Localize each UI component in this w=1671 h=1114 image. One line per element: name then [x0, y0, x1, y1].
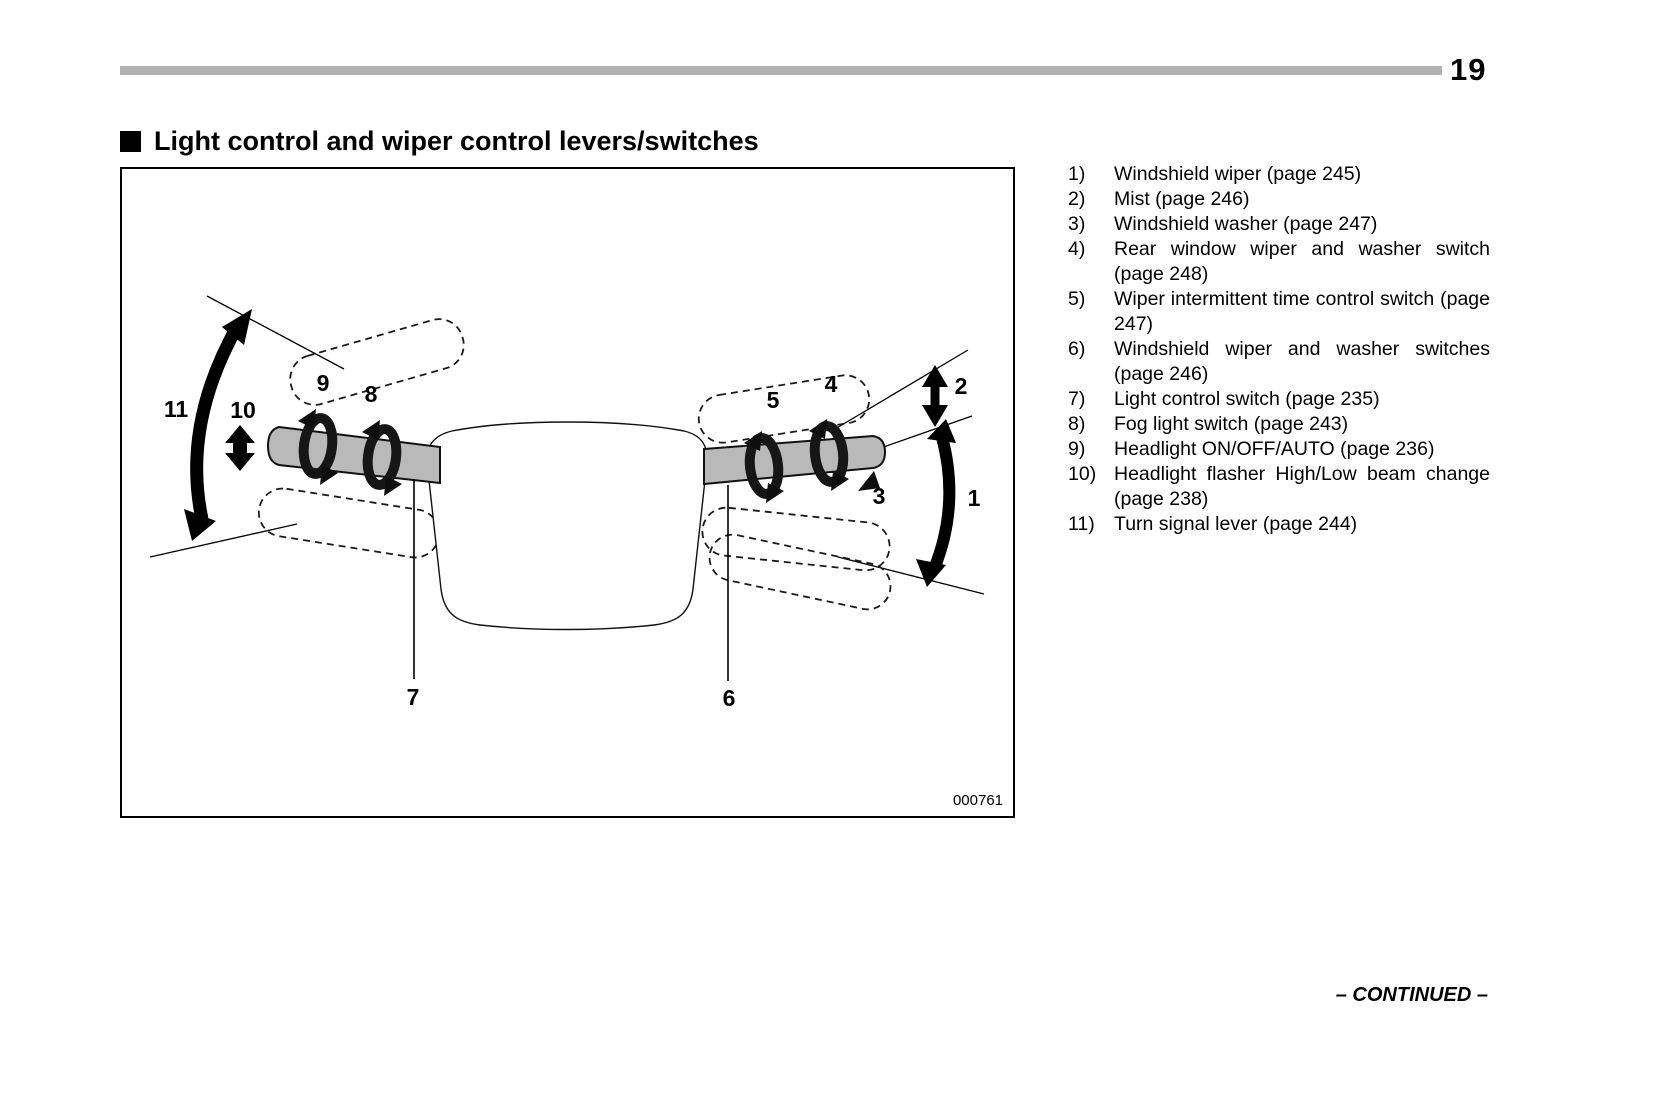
legend-item-number: 7)	[1068, 388, 1086, 410]
callout-9: 9	[317, 370, 330, 396]
legend-item-number: 5)	[1068, 288, 1086, 310]
legend-item-text: Fog light switch (page 243)	[1114, 413, 1349, 435]
top-rule	[120, 66, 1442, 75]
callout-1: 1	[968, 485, 981, 511]
section-heading-text: Light control and wiper control levers/s…	[154, 126, 759, 156]
legend-item-number: 8)	[1068, 413, 1086, 435]
callout-2: 2	[955, 373, 968, 399]
legend-item: 6) Windshield wiper and washer switches …	[1068, 337, 1490, 387]
legend-item-text: Wiper intermittent time control switch (…	[1114, 288, 1490, 335]
callout-11: 11	[164, 396, 189, 422]
legend-item-number: 9)	[1068, 438, 1086, 460]
legend-item-number: 3)	[1068, 213, 1086, 235]
legend-item: 9) Headlight ON/OFF/AUTO (page 236)	[1068, 437, 1490, 462]
legend-item-text: Headlight flasher High/Low beam change (…	[1114, 463, 1490, 510]
legend-item-text: Mist (page 246)	[1114, 188, 1250, 210]
figure-code: 000761	[953, 792, 1003, 809]
leader-lines	[413, 479, 729, 681]
continued-marker: – CONTINUED –	[1335, 984, 1488, 1006]
callout-4: 4	[825, 371, 838, 397]
legend-item: 3) Windshield washer (page 247)	[1068, 212, 1490, 237]
legend-item: 8) Fog light switch (page 243)	[1068, 412, 1490, 437]
callout-5: 5	[767, 387, 780, 413]
right-stalk	[703, 419, 887, 503]
pointer-lines	[149, 295, 985, 595]
legend-item-number: 10)	[1068, 463, 1097, 485]
legend-item-text: Windshield wiper (page 245)	[1114, 163, 1362, 185]
figure: 11 10 9 8 7 5 4 2 3 1 6 000761	[120, 167, 1015, 818]
legend-item: 1) Windshield wiper (page 245)	[1068, 162, 1490, 187]
heading-square-bullet	[120, 131, 141, 152]
callout-7: 7	[407, 684, 420, 710]
legend-item: 11) Turn signal lever (page 244)	[1068, 512, 1490, 537]
legend-item-text: Rear window wiper and washer switch (pag…	[1114, 238, 1490, 285]
legend-item-number: 4)	[1068, 238, 1086, 260]
legend-item-number: 6)	[1068, 338, 1086, 360]
legend-item-text: Light control switch (page 235)	[1114, 388, 1380, 410]
legend-item-text: Windshield washer (page 247)	[1114, 213, 1378, 235]
legend-item-number: 11)	[1068, 513, 1095, 535]
steering-wheel	[426, 421, 708, 631]
callout-6: 6	[723, 685, 736, 711]
page-number: 19	[1450, 52, 1487, 87]
legend-item-text: Headlight ON/OFF/AUTO (page 236)	[1114, 438, 1435, 460]
flasher-arrow	[225, 425, 255, 471]
legend: 1) Windshield wiper (page 245) 2) Mist (…	[1068, 162, 1490, 537]
legend-item: 10) Headlight flasher High/Low beam chan…	[1068, 462, 1490, 512]
wiper-arrow	[916, 419, 956, 587]
callout-8: 8	[365, 381, 378, 407]
callout-numbers: 11 10 9 8 7 5 4 2 3 1 6	[164, 370, 981, 711]
callout-10: 10	[230, 397, 256, 423]
legend-item: 4) Rear window wiper and washer switch (…	[1068, 237, 1490, 287]
legend-item: 5) Wiper intermittent time control switc…	[1068, 287, 1490, 337]
legend-item: 7) Light control switch (page 235)	[1068, 387, 1490, 412]
legend-item-number: 1)	[1068, 163, 1086, 185]
legend-item-text: Turn signal lever (page 244)	[1114, 513, 1358, 535]
section-heading: Light control and wiper control levers/s…	[120, 126, 759, 157]
turn-signal-arrow	[184, 309, 252, 541]
legend-item-number: 2)	[1068, 188, 1086, 210]
left-stalk	[266, 409, 441, 496]
mist-arrow	[922, 365, 948, 427]
legend-item: 2) Mist (page 246)	[1068, 187, 1490, 212]
figure-diagram: 11 10 9 8 7 5 4 2 3 1 6 000761	[149, 295, 1003, 809]
legend-item-text: Windshield wiper and washer switches (pa…	[1114, 338, 1490, 385]
callout-3: 3	[873, 483, 886, 509]
